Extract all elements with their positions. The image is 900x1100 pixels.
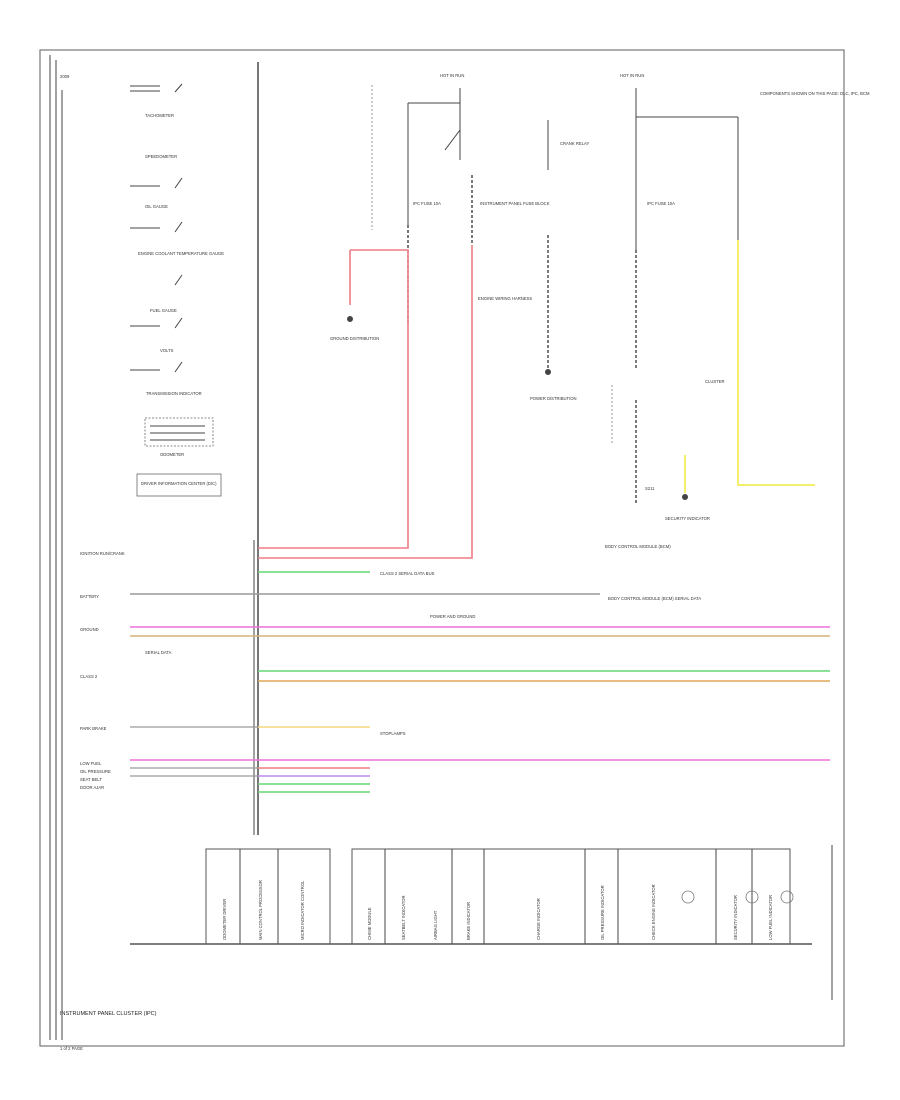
fuse-mid-label: INSTRUMENT PANEL FUSE BLOCK (480, 201, 550, 206)
module-box-right (351, 848, 791, 945)
lamp-icon-3 (780, 890, 794, 904)
fuse-right-label: IPC FUSE 10A (647, 201, 675, 206)
header-label: 2009 (60, 74, 70, 79)
left-gauges-group: TACHOMETER SPEEDOMETER OIL GAUGE ENGINE … (130, 83, 224, 497)
engine-wiring-label: ENGINE WIRING HARNESS (478, 296, 532, 301)
module-right-1: SEATBELT INDICATOR (401, 895, 406, 940)
hot-run-right-label: HOT IN RUN (620, 73, 644, 78)
bottom-modules-right: CHIME MODULE SEATBELT INDICATOR AIRBAG L… (351, 848, 794, 945)
module-left-0: ODOMETER DRIVER (222, 899, 227, 940)
dic-box (136, 473, 222, 497)
ground-point-mid (545, 369, 551, 375)
lamp-icon-1 (681, 890, 695, 904)
ground-dist-label: GROUND DISTRIBUTION (330, 336, 379, 341)
splice-label: S211 (645, 486, 655, 491)
gauge-switch-3 (174, 274, 183, 286)
conn-label-ign: IGNITION RUN/CRANK (80, 551, 125, 556)
conn-label-gnd: GROUND (80, 627, 99, 632)
keyless-note-label: COMPONENTS SHOWN ON THIS PAGE: DLC, IPC,… (760, 91, 870, 96)
gauge-label-dic: DRIVER INFORMATION CENTER (DIC) (141, 481, 217, 486)
conn-label-serial: SERIAL DATA (145, 650, 172, 655)
module-right-2: AIRBAG LIGHT (433, 910, 438, 940)
conn-label-belt: SEAT BELT (80, 777, 102, 782)
module-left-1: MAIN CONTROL PROCESSOR (258, 880, 263, 940)
crank-relay-label: CRANK RELAY (560, 141, 589, 146)
power-dist-label: POWER DISTRIBUTION (530, 396, 577, 401)
conn-label-batt: BATTERY (80, 594, 99, 599)
horizontal-wires (130, 571, 830, 793)
footer-page-code: 1 of 2 PAGE (60, 1046, 83, 1051)
gauge-label-oil: OIL GAUGE (145, 204, 168, 209)
ground-point-right (682, 494, 688, 500)
note-class2-dest: CLASS 2 SERIAL DATA BUS (380, 571, 435, 576)
conn-label-door: DOOR AJAR (80, 785, 104, 790)
gauge-switch-2b (174, 221, 183, 233)
note-body-ctrl: BODY CONTROL MODULE (BCM) SERIAL DATA (608, 596, 701, 601)
gauge-label-tachometer: TACHOMETER (145, 113, 174, 118)
red-wire-3 (258, 245, 473, 559)
cluster-label: CLUSTER (705, 379, 725, 384)
red-wire-2 (258, 249, 409, 549)
gauge-label-speedometer: SPEEDOMETER (145, 154, 177, 159)
gauge-label-fuel: FUEL GAUGE (150, 308, 177, 313)
conn-label-lowfuel: LOW FUEL (80, 761, 102, 766)
note-pwr-data: POWER AND GROUND (430, 614, 475, 619)
security-label: SECURITY INDICATOR (665, 516, 710, 521)
body-control-label: BODY CONTROL MODULE (BCM) (605, 544, 671, 549)
red-wire-group (258, 245, 473, 559)
relay-switch (444, 129, 461, 151)
yellow-wire (737, 240, 815, 486)
conn-label-park: PARK BRAKE (80, 726, 107, 731)
module-right-4: CHARGE INDICATOR (536, 898, 541, 940)
gauge-label-volts: VOLTS (160, 348, 174, 353)
module-right-3: BRAKE INDICATOR (466, 902, 471, 940)
gauge-label-odometer: ODOMETER (160, 452, 184, 457)
module-right-0: CHIME MODULE (367, 907, 372, 940)
gauge-switch-0c (174, 83, 183, 93)
module-left-2: MICRO INDICATOR CONTROL (300, 880, 305, 940)
module-right-7: SECURITY INDICATOR (733, 895, 738, 940)
fuse-left-label: IPC FUSE 10A (413, 201, 441, 206)
transmission-indicator-box (144, 417, 214, 447)
gauge-label-transmission: TRANSMISSION INDICATOR (146, 391, 202, 396)
conn-label-oil: OIL PRESSURE (80, 769, 111, 774)
lamp-icon-2 (745, 890, 759, 904)
gauge-switch-1b (174, 177, 183, 189)
ground-point-left (347, 316, 353, 322)
module-right-6: CHECK ENGINE INDICATOR (651, 884, 656, 940)
module-right-8: LOW FUEL INDICATOR (768, 895, 773, 940)
bottom-modules-left: ODOMETER DRIVER MAIN CONTROL PROCESSOR M… (205, 848, 331, 945)
hot-run-left-label: HOT IN RUN (440, 73, 464, 78)
conn-label-class2: CLASS 2 (80, 674, 98, 679)
gauge-switch-4b (174, 317, 183, 329)
outer-frame (39, 49, 845, 1047)
module-right-5: OIL PRESSURE INDICATOR (600, 885, 605, 940)
connector-labels: IGNITION RUN/CRANK BATTERY GROUND SERIAL… (80, 551, 172, 790)
footer-caption: INSTRUMENT PANEL CLUSTER (IPC) (60, 1011, 157, 1017)
note-stop-lamp: STOPLAMPS (380, 731, 406, 736)
gauge-switch-5b (174, 361, 183, 373)
gauge-label-coolant: ENGINE COOLANT TEMPERATURE GAUGE (138, 251, 224, 256)
